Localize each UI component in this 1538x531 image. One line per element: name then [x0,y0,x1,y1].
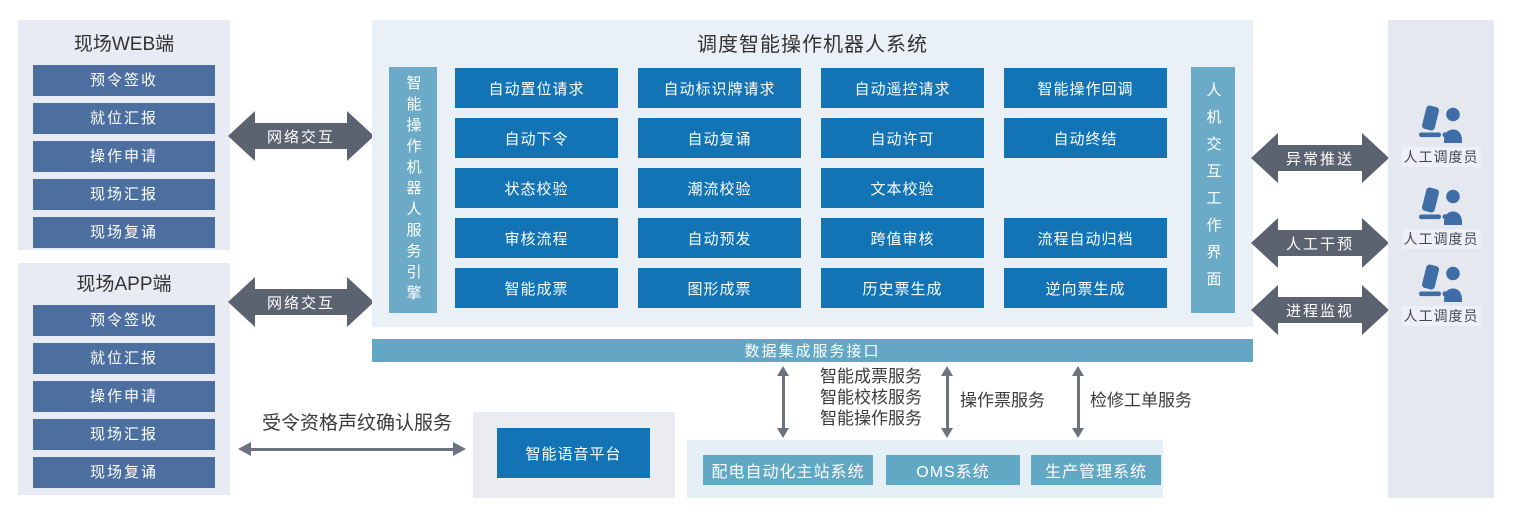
arrow-up-head-icon [1072,366,1084,376]
module-box: 自动复诵 [638,118,801,158]
exception-push-arrow: 异常推送 [1251,133,1389,183]
module-box: 自动下令 [455,118,618,158]
maintenance-order-label: 检修工单服务 [1090,391,1192,410]
module-box: 跨值审核 [821,218,984,258]
arrow-down-head-icon [941,428,953,438]
system-box: 配电自动化主站系统 [703,455,873,485]
app-panel: 现场APP端 预令签收 就位汇报 操作申请 现场汇报 现场复诵 [18,263,230,495]
module-box: 逆向票生成 [1004,268,1167,308]
module-box: 审核流程 [455,218,618,258]
dispatcher-label: 人工调度员 [1401,229,1481,249]
app-item: 操作申请 [33,381,215,412]
dispatcher-group: 人工调度员 [1388,105,1494,167]
arrow-right-head-icon [347,277,374,327]
voiceprint-service-arrow [238,442,466,456]
process-monitor-label: 进程监视 [1278,297,1362,323]
arrow-line [945,376,949,428]
robot-system-box: 调度智能操作机器人系统 智能操作机器人服务引擎 人机交互工作界面 自动置位请求 … [372,20,1253,327]
arrow-line [251,447,453,451]
service-line: 智能校核服务 [820,388,922,407]
dispatcher-label: 人工调度员 [1401,147,1481,167]
web-item: 操作申请 [33,141,215,172]
arrow-up-head-icon [777,366,789,376]
dispatcher-group: 人工调度员 [1388,187,1494,249]
module-box: 文本校验 [821,168,984,208]
arrow-right-head-icon [453,442,466,456]
dispatcher-at-computer-icon [1419,264,1462,302]
service-line: 智能操作服务 [820,409,922,428]
process-monitor-arrow: 进程监视 [1251,285,1389,335]
service-arrow-3 [1071,366,1085,438]
arrow-down-head-icon [777,428,789,438]
module-box: 自动标识牌请求 [638,68,801,108]
arrow-down-head-icon [1072,428,1084,438]
app-item: 现场汇报 [33,419,215,450]
manual-intervene-label: 人工干预 [1278,230,1362,256]
network-arrow-app: 网络交互 [228,277,374,327]
module-box: 流程自动归档 [1004,218,1167,258]
arrow-line [781,376,785,428]
app-panel-title: 现场APP端 [76,274,172,295]
arrow-left-head-icon [1251,285,1278,335]
web-panel-title: 现场WEB端 [73,34,175,55]
module-box: 潮流校验 [638,168,801,208]
service-arrow-2 [940,366,954,438]
module-box: 图形成票 [638,268,801,308]
arrow-left-head-icon [1251,133,1278,183]
module-box: 自动许可 [821,118,984,158]
arrow-right-head-icon [1362,133,1389,183]
system-box: 生产管理系统 [1031,455,1161,485]
arrow-up-head-icon [941,366,953,376]
web-item: 预令签收 [33,65,215,96]
arrow-right-head-icon [1362,285,1389,335]
system-box: OMS系统 [886,455,1020,485]
app-item: 现场复诵 [33,457,215,488]
module-box: 状态校验 [455,168,618,208]
network-arrow-label: 网络交互 [255,289,347,315]
arrow-right-head-icon [1362,218,1389,268]
module-box: 自动预发 [638,218,801,258]
system-title: 调度智能操作机器人系统 [697,34,928,56]
module-box: 自动置位请求 [455,68,618,108]
module-box: 自动遥控请求 [821,68,984,108]
app-item: 预令签收 [33,305,215,336]
web-panel: 现场WEB端 预令签收 就位汇报 操作申请 现场汇报 现场复诵 [18,20,230,250]
web-item: 就位汇报 [33,103,215,134]
hmi-workbench-bar: 人机交互工作界面 [1191,67,1235,313]
module-box: 智能成票 [455,268,618,308]
arrow-left-head-icon [228,277,255,327]
voice-platform-box: 智能语音平台 [497,428,650,478]
arrow-left-head-icon [228,111,255,161]
dispatcher-panel: 人工调度员 人工调度员 [1388,20,1494,498]
module-box: 自动终结 [1004,118,1167,158]
arrow-left-head-icon [1251,218,1278,268]
voice-platform-panel: 智能语音平台 [473,412,675,498]
service-line: 智能成票服务 [820,367,922,386]
network-arrow-web: 网络交互 [228,111,374,161]
app-item: 就位汇报 [33,343,215,374]
web-item: 现场复诵 [33,217,215,248]
service-engine-bar: 智能操作机器人服务引擎 [389,67,437,313]
module-box: 智能操作回调 [1004,68,1167,108]
arrow-right-head-icon [347,111,374,161]
external-systems-panel: 配电自动化主站系统 OMS系统 生产管理系统 [687,440,1163,498]
operation-ticket-label: 操作票服务 [960,391,1045,410]
manual-intervene-arrow: 人工干预 [1251,218,1389,268]
dispatcher-at-computer-icon [1419,105,1462,143]
dispatcher-group: 人工调度员 [1388,264,1494,326]
arrow-line [1076,376,1080,428]
service-arrow-1 [776,366,790,438]
dispatcher-label: 人工调度员 [1401,306,1481,326]
exception-push-label: 异常推送 [1278,145,1362,171]
arrow-left-head-icon [238,442,251,456]
web-item: 现场汇报 [33,179,215,210]
ticket-services-label: 智能成票服务 智能校核服务 智能操作服务 [820,366,922,429]
voiceprint-service-label: 受令资格声纹确认服务 [261,413,452,434]
module-box: 历史票生成 [821,268,984,308]
data-integration-bar: 数据集成服务接口 [372,339,1253,362]
dispatcher-at-computer-icon [1419,187,1462,225]
network-arrow-label: 网络交互 [255,123,347,149]
